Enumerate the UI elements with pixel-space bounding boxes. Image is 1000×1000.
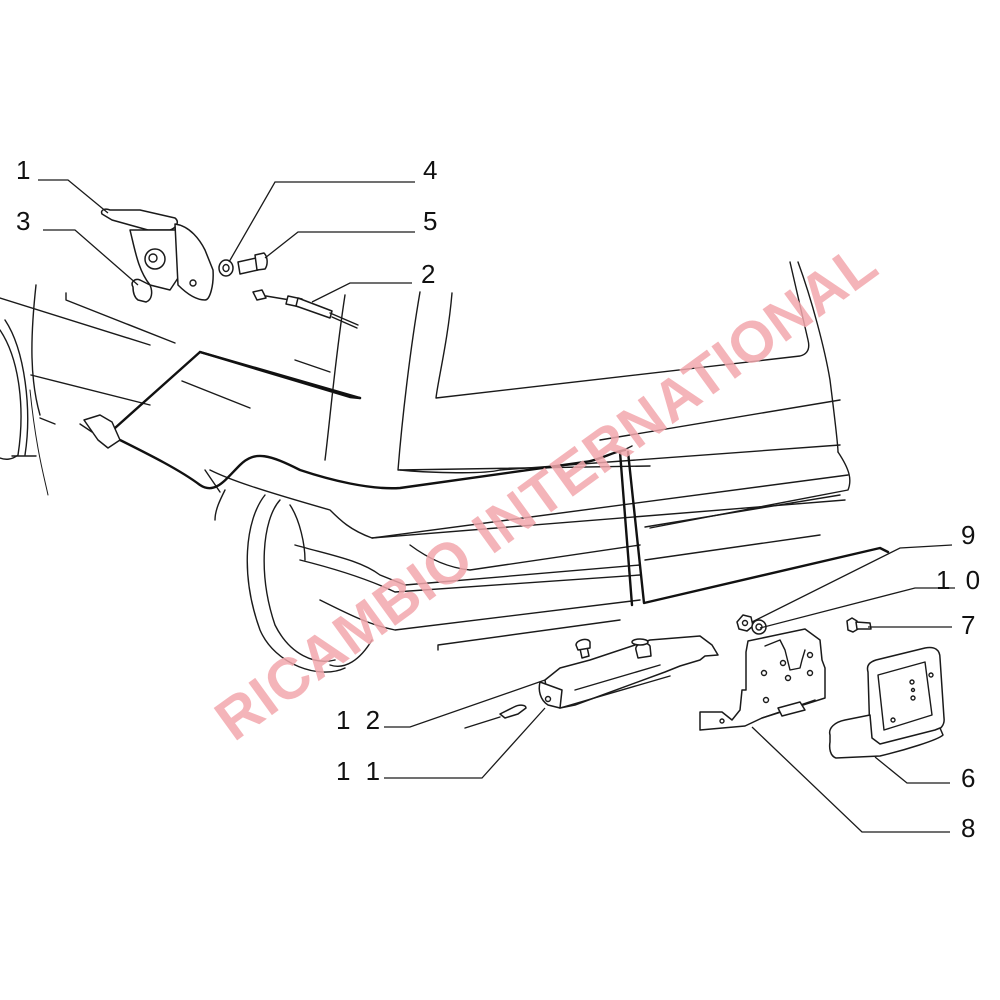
callout-7: 7 (961, 610, 980, 640)
part-9-nut (736, 614, 754, 632)
part-8-tailgate-lock (699, 628, 826, 731)
callout-11: 1 1 (336, 756, 385, 786)
part-1-release-lever (100, 208, 214, 301)
part-7-screw (846, 617, 872, 633)
part-6-striker-cover (828, 646, 945, 759)
part-5-screw (237, 252, 268, 275)
callout-5: 5 (423, 206, 442, 236)
part-12-striker-bracket (538, 635, 719, 709)
callout-leader-lines (38, 179, 955, 833)
part-4-washer (218, 259, 234, 277)
callout-4: 4 (423, 155, 442, 185)
callout-12: 1 2 (336, 705, 385, 735)
callout-6: 6 (961, 763, 980, 793)
car-body-outline (0, 261, 890, 673)
callout-1: 1 (16, 155, 35, 185)
callout-9: 9 (961, 520, 980, 550)
callout-10: 1 0 (936, 565, 985, 595)
part-11-cable-pin (464, 704, 527, 729)
part-2-cable-end (252, 289, 359, 329)
callout-8: 8 (961, 813, 980, 843)
callout-2: 2 (421, 259, 440, 289)
callout-3: 3 (16, 206, 35, 236)
